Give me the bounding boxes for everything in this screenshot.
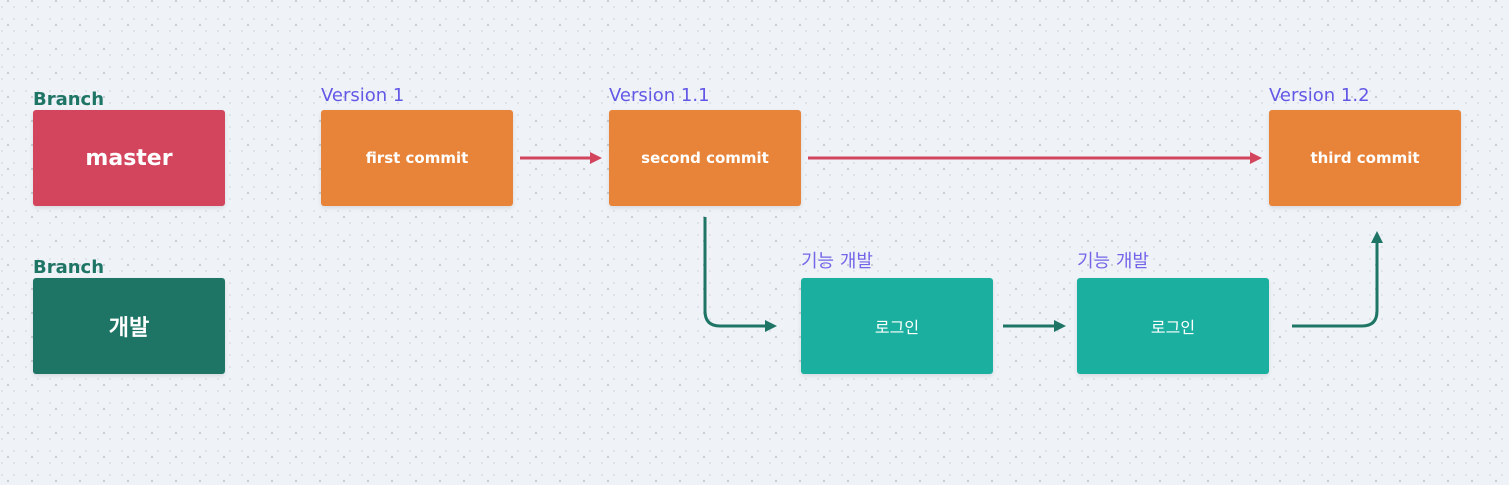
- branch-node-dev[interactable]: 개발: [33, 278, 225, 374]
- branch-caption-master: Branch: [33, 89, 105, 110]
- version-label-3: Version 1.2: [1269, 85, 1370, 106]
- commit-message: third commit: [1310, 149, 1420, 167]
- feature-name: 로그인: [874, 318, 920, 337]
- branch-node-master[interactable]: master: [33, 110, 225, 206]
- feature-caption-1: 기능 개발: [801, 251, 873, 272]
- edge-login2-to-third: [1292, 231, 1383, 328]
- branch-name-master: master: [85, 145, 173, 171]
- feature-caption-2: 기능 개발: [1077, 251, 1149, 272]
- branch-name-dev: 개발: [108, 316, 150, 341]
- commit-message: first commit: [365, 149, 469, 167]
- edge-second-to-login1: [703, 217, 777, 332]
- feature-name: 로그인: [1150, 318, 1196, 337]
- branch-caption-dev: Branch: [33, 257, 105, 278]
- version-label-2: Version 1.1: [609, 85, 710, 106]
- feature-node-login-2[interactable]: 로그인: [1077, 278, 1269, 374]
- commit-node-first[interactable]: first commit: [321, 110, 513, 206]
- commit-node-second[interactable]: second commit: [609, 110, 801, 206]
- version-label-1: Version 1: [321, 85, 405, 106]
- feature-node-login-1[interactable]: 로그인: [801, 278, 993, 374]
- commit-node-third[interactable]: third commit: [1269, 110, 1461, 206]
- commit-message: second commit: [641, 149, 769, 167]
